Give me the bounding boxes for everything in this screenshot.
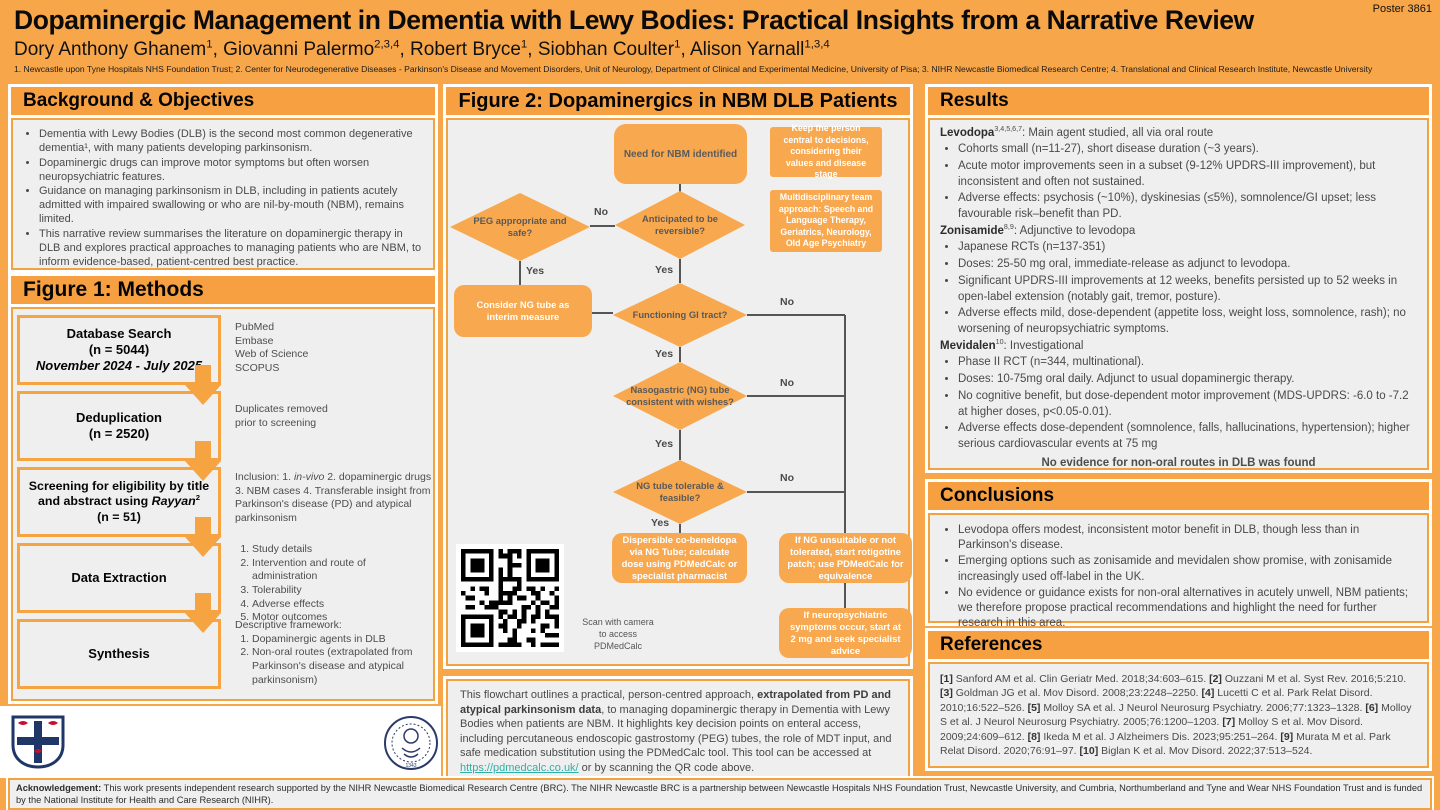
edge-label-yes: Yes bbox=[655, 264, 674, 276]
flowchart-connectors bbox=[450, 184, 846, 608]
university-of-pisa-seal: 1343 bbox=[384, 716, 438, 770]
bullet: This narrative review summarises the lit… bbox=[39, 228, 425, 270]
figure2-caption: This flowchart outlines a practical, per… bbox=[446, 679, 910, 785]
diamond-gi-tract bbox=[613, 283, 747, 347]
down-arrow-icon bbox=[185, 517, 221, 557]
edge-label-yes: Yes bbox=[655, 438, 674, 450]
stage-annotation-dedup: Duplicates removed prior to screening bbox=[235, 403, 328, 429]
flow-decision-ng-wishes: Nasogastric (NG) tube consistent with wi… bbox=[626, 384, 734, 407]
bullet: Dopaminergic drugs can improve motor sym… bbox=[39, 157, 425, 185]
diamond-peg bbox=[450, 193, 590, 261]
flow-node-dispersible: Dispersible co-beneldopa via NG Tube; ca… bbox=[612, 533, 747, 583]
down-arrow-icon bbox=[185, 365, 221, 405]
bullet: Acute motor improvements seen in a subse… bbox=[958, 159, 1417, 191]
flow-decision-gi-tract: Functioning GI tract? bbox=[632, 309, 728, 321]
author: Dory Anthony Ghanem1 bbox=[14, 38, 213, 60]
bullet: Emerging options such as zonisamide and … bbox=[958, 554, 1417, 584]
edge-label-no: No bbox=[780, 472, 794, 484]
results-footnote: No evidence for non-oral routes in DLB w… bbox=[1041, 457, 1316, 470]
edge-label-no: No bbox=[780, 377, 794, 389]
pdmedcalc-link[interactable]: https://pdmedcalc.co.uk/ bbox=[460, 761, 579, 774]
down-arrow-icon bbox=[185, 441, 221, 481]
section-heading: Background & Objectives bbox=[11, 87, 435, 115]
edge-label-yes: Yes bbox=[651, 517, 670, 529]
flow-decision-reversible: Anticipated to be reversible? bbox=[641, 213, 719, 236]
diamond-ng-tolerable bbox=[613, 460, 747, 524]
reference-list: [1] Sanford AM et al. Clin Geriatr Med. … bbox=[940, 673, 1412, 758]
bullet: Adverse effects mild, dose-dependent (ap… bbox=[958, 306, 1417, 338]
flow-stage-screening: Screening for eligibility by title and a… bbox=[17, 467, 221, 537]
down-arrow-icon bbox=[185, 593, 221, 633]
flow-stage-database-search: Database Search (n = 5044) November 2024… bbox=[17, 315, 221, 385]
stage-annotation-synthesis: Descriptive framework: Dopaminergic agen… bbox=[235, 619, 433, 687]
bullet: Adverse effects dose-dependent (somnolen… bbox=[958, 421, 1417, 453]
affiliations: 1. Newcastle upon Tyne Hospitals NHS Fou… bbox=[14, 64, 1373, 74]
bullet: Phase II RCT (n=344, multinational). bbox=[958, 355, 1417, 371]
flow-decision-ng-tolerable: NG tube tolerable & feasible? bbox=[636, 480, 724, 503]
section-heading: Figure 2: Dopaminergics in NBM DLB Patie… bbox=[446, 87, 910, 115]
page-title: Dopaminergic Management in Dementia with… bbox=[14, 5, 1254, 35]
stage-annotation-databases: PubMed Embase Web of Science SCOPUS bbox=[235, 321, 309, 374]
section-figure1-methods: Figure 1: Methods Database Search (n = 5… bbox=[8, 273, 438, 704]
bullet: Doses: 25-50 mg oral, immediate-release … bbox=[958, 257, 1417, 273]
bullet: Significant UPDRS-III improvements at 12… bbox=[958, 274, 1417, 306]
author-list: Dory Anthony Ghanem1, Giovanni Palermo2,… bbox=[14, 39, 830, 61]
drug-heading-mevidalen: Mevidalen10: Investigational bbox=[940, 338, 1084, 353]
flow-stage-data-extraction: Data Extraction bbox=[17, 543, 221, 613]
section-figure2: Figure 2: Dopaminergics in NBM DLB Patie… bbox=[443, 84, 913, 669]
bullet: Dementia with Lewy Bodies (DLB) is the s… bbox=[39, 128, 425, 156]
author: , Giovanni Palermo2,3,4 bbox=[212, 38, 400, 60]
edge-label-no: No bbox=[780, 296, 794, 308]
qr-caption: Scan with camera to access PDMedCalc bbox=[582, 617, 654, 652]
section-heading: Figure 1: Methods bbox=[11, 276, 435, 304]
figure2-flowchart: Need for NBM identified Keep the person … bbox=[448, 120, 912, 664]
flow-node-rotigotine: If NG unsuitable or not tolerated, start… bbox=[779, 533, 912, 583]
bullet: Japanese RCTs (n=137-351) bbox=[958, 240, 1417, 256]
flow-node-ng-interim: Consider NG tube as interim measure bbox=[454, 285, 592, 337]
section-heading: Results bbox=[928, 87, 1429, 115]
author: , Alison Yarnall1,3,4 bbox=[680, 38, 830, 60]
flow-stage-synthesis: Synthesis bbox=[17, 619, 221, 689]
acknowledgement-text: Acknowledgement: This work presents inde… bbox=[8, 778, 1432, 810]
logo-strip: Newcastle University NHS The Newcastle u… bbox=[0, 706, 441, 778]
flow-decision-peg: PEG appropriate and safe? bbox=[473, 215, 567, 238]
section-heading: Conclusions bbox=[928, 482, 1429, 510]
flow-node-neuropsychiatric: If neuropsychiatric symptoms occur, star… bbox=[779, 608, 912, 658]
flow-note-mdt: Multidisciplinary team approach: Speech … bbox=[770, 190, 882, 252]
bullet: No evidence or guidance exists for non-o… bbox=[958, 586, 1417, 632]
bullet: Adverse effects: psychosis (~10%), dyski… bbox=[958, 191, 1417, 223]
bullet: Doses: 10-75mg oral daily. Adjunct to us… bbox=[958, 372, 1417, 388]
author: , Robert Bryce1 bbox=[399, 38, 528, 60]
bullet: No cognitive benefit, but dose-dependent… bbox=[958, 389, 1417, 421]
edge-label-yes: Yes bbox=[526, 265, 545, 277]
diamond-ng-wishes bbox=[613, 362, 747, 430]
poster-number: Poster 3861 bbox=[1372, 3, 1432, 15]
drug-heading-zonisamide: Zonisamide8,9: Adjunctive to levodopa bbox=[940, 223, 1136, 238]
section-background-objectives: Background & Objectives Dementia with Le… bbox=[8, 84, 438, 273]
bullet: Levodopa offers modest, inconsistent mot… bbox=[958, 523, 1417, 553]
section-references: References [1] Sanford AM et al. Clin Ge… bbox=[925, 628, 1432, 771]
section-results: Results Levodopa3,4,5,6,7: Main agent st… bbox=[925, 84, 1432, 473]
methods-flow: Database Search (n = 5044) November 2024… bbox=[11, 307, 435, 701]
drug-heading-levodopa: Levodopa3,4,5,6,7: Main agent studied, a… bbox=[940, 125, 1214, 139]
flow-node-start: Need for NBM identified bbox=[614, 124, 747, 184]
flow-note-person-centred: Keep the person central to decisions, co… bbox=[770, 123, 882, 179]
figure2-caption-panel: This flowchart outlines a practical, per… bbox=[443, 676, 913, 788]
section-heading: References bbox=[928, 631, 1429, 659]
section-conclusions: Conclusions Levodopa offers modest, inco… bbox=[925, 479, 1432, 629]
stage-annotation-extraction: Study details Intervention and route of … bbox=[235, 543, 433, 625]
edge-label-no: No bbox=[594, 206, 608, 218]
author: , Siobhan Coulter1 bbox=[527, 38, 681, 60]
bullet: Guidance on managing parkinsonism in DLB… bbox=[39, 185, 425, 227]
newcastle-university-shield-icon bbox=[11, 715, 65, 769]
svg-text:1343: 1343 bbox=[405, 763, 416, 769]
bullet: Cohorts small (n=11-27), short disease d… bbox=[958, 142, 1417, 158]
diamond-reversible bbox=[615, 191, 745, 259]
acknowledgement-panel: Acknowledgement: This work presents inde… bbox=[6, 776, 1434, 810]
stage-annotation-inclusion: Inclusion: 1. in-vivo 2. dopaminergic dr… bbox=[235, 471, 432, 524]
edge-label-yes: Yes bbox=[655, 348, 674, 360]
flow-stage-deduplication: Deduplication (n = 2520) bbox=[17, 391, 221, 461]
qr-code bbox=[456, 544, 564, 652]
